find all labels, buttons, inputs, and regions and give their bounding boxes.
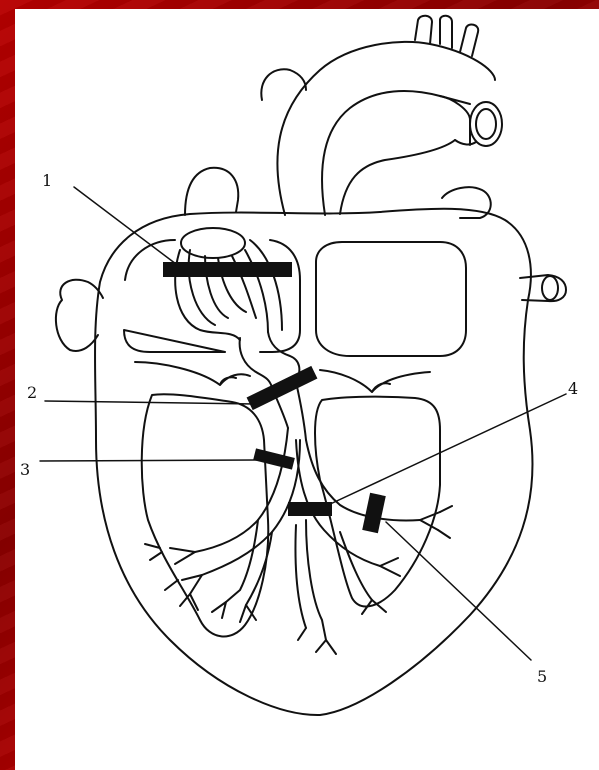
leader-line-4 [326,394,566,506]
block-marker-1 [163,262,292,277]
leader-line-3 [40,460,262,461]
label-4: 4 [568,381,578,397]
heart-conduction-diagram [15,9,599,770]
block-marker-5 [362,493,386,533]
leader-line-5 [386,522,531,660]
diagram-paper [15,9,599,770]
label-3: 3 [20,462,30,478]
leader-line-1 [74,187,176,264]
great-vessels [56,16,566,351]
atrium-right-outline [316,242,466,356]
label-5: 5 [537,669,547,685]
sa-node [181,228,245,258]
block-marker-3 [253,448,295,469]
label-2: 2 [27,385,37,401]
block-marker-4 [288,502,332,516]
label-1: 1 [42,173,52,189]
